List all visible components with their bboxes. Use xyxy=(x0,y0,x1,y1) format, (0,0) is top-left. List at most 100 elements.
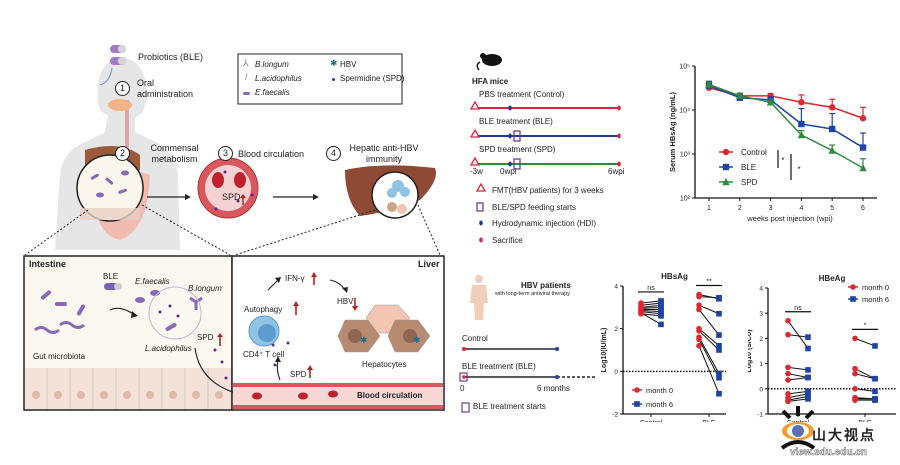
pair-line xyxy=(854,368,876,380)
l-acidophilus-label: L.acidophilus xyxy=(145,344,192,353)
group-label: SPD treatment (SPD) xyxy=(479,145,556,154)
tick-label: 2 xyxy=(614,326,618,333)
tick-label: -3w xyxy=(470,167,483,176)
pair-line xyxy=(698,330,720,351)
data-point xyxy=(785,398,791,405)
tick-label: 6wpi xyxy=(608,167,625,176)
blue-dot-icon xyxy=(508,105,512,111)
legend-label: BLE/SPD feeding starts xyxy=(492,203,577,212)
tick-label: 6 months xyxy=(537,384,570,393)
pairs-ble xyxy=(696,291,722,397)
data-point xyxy=(785,370,791,377)
tick-label: 2 xyxy=(759,336,763,343)
pairs-control xyxy=(785,317,811,405)
significance-label: ns xyxy=(794,305,802,312)
legend-b-longum: B.longum xyxy=(255,60,289,69)
legend-label: SPD xyxy=(741,178,758,187)
data-point xyxy=(829,104,836,111)
pairs-ble xyxy=(852,335,878,403)
blue-dot-icon xyxy=(508,133,512,139)
pair-line xyxy=(640,300,662,304)
data-point xyxy=(852,370,858,377)
group-label: BLE treatment (BLE) xyxy=(479,117,553,126)
svg-text:✱: ✱ xyxy=(413,335,421,345)
spd-label: SPD xyxy=(222,192,241,202)
legend-hbv: HBV xyxy=(340,60,357,69)
data-point xyxy=(696,293,702,300)
pair-line xyxy=(698,304,720,315)
red-dot-icon xyxy=(462,347,466,351)
chart-title: HBeAg xyxy=(819,274,846,283)
pair-line xyxy=(854,373,876,380)
legend-label: FMT(HBV patients) for 3 weeks xyxy=(492,186,604,195)
red-triangle-icon xyxy=(475,182,487,192)
tick-label: 10³ xyxy=(680,152,691,159)
data-point xyxy=(785,377,791,383)
cd4-t-cell-label: CD4⁺ T cell xyxy=(243,350,285,359)
data-point xyxy=(852,386,858,392)
legend-label: month 0 xyxy=(646,386,673,395)
mice-timeline xyxy=(469,53,621,243)
tick-label: 10² xyxy=(680,196,691,203)
pair-line xyxy=(640,302,662,306)
data-point xyxy=(785,364,791,371)
legend-label: month 0 xyxy=(862,283,889,292)
legend-label: Control xyxy=(741,148,767,157)
data-point xyxy=(638,309,644,316)
pairs-control xyxy=(638,298,664,328)
data-point xyxy=(828,146,836,154)
chart-title: HBsAg xyxy=(661,272,688,281)
data-point xyxy=(716,310,722,317)
red-triangle-icon xyxy=(469,128,481,138)
tick-label: -2 xyxy=(612,412,618,419)
step-label: Commensal metabolism xyxy=(150,143,199,164)
hepatocytes-illustration: ✱ ✱ xyxy=(337,304,431,353)
data-point xyxy=(805,396,811,402)
data-point xyxy=(696,342,702,349)
tick-label: 4 xyxy=(759,286,763,293)
data-point xyxy=(852,397,858,403)
data-point xyxy=(785,331,791,338)
blue-dot-icon xyxy=(508,161,512,167)
y-bacterium-icon: ⅄ xyxy=(243,58,249,68)
step-label: Hepatic anti-HBV immunity xyxy=(349,143,419,164)
red-dot-icon xyxy=(479,237,483,243)
pair-line xyxy=(640,312,662,325)
data-point xyxy=(797,130,806,139)
pair-line xyxy=(640,311,662,315)
data-point xyxy=(850,296,856,302)
mechanism-illustration: ✱ ✱ xyxy=(23,45,445,411)
category-label: Control xyxy=(787,420,810,422)
hbv-patients-title: HBV patients xyxy=(521,281,571,290)
pair-line xyxy=(698,336,720,374)
legend-e-faecalis: E.faecalis xyxy=(255,88,290,97)
mouse-icon xyxy=(476,53,502,71)
sdu-eye-logo xyxy=(780,406,816,450)
tick-label: 5 xyxy=(830,205,834,212)
hepatocytes-label: Hepatocytes xyxy=(362,360,407,369)
gut-microbes xyxy=(34,290,203,334)
significance-label: * xyxy=(797,165,800,174)
purple-square-icon xyxy=(513,130,521,142)
data-point xyxy=(850,284,856,290)
tick-label: 10⁵ xyxy=(679,64,690,71)
tick-label: 0 xyxy=(460,384,465,393)
data-point xyxy=(716,390,722,397)
data-point xyxy=(805,367,811,373)
data-point xyxy=(696,302,702,308)
pair-line xyxy=(787,390,809,395)
tick-label: 4 xyxy=(614,284,618,291)
intestinal-epithelium xyxy=(25,368,231,409)
pair-line xyxy=(698,296,720,299)
data-point xyxy=(872,343,878,349)
data-point xyxy=(852,365,858,372)
purple-square-icon xyxy=(476,202,484,212)
step-label: Blood circulation xyxy=(238,149,305,159)
ifn-gamma-label: IFN-γ xyxy=(285,274,305,283)
series-line xyxy=(708,84,864,149)
pair-line xyxy=(787,398,809,402)
series-line xyxy=(708,83,864,169)
purple-square-icon xyxy=(459,372,468,382)
data-point xyxy=(766,98,775,106)
pair-line xyxy=(787,334,809,338)
